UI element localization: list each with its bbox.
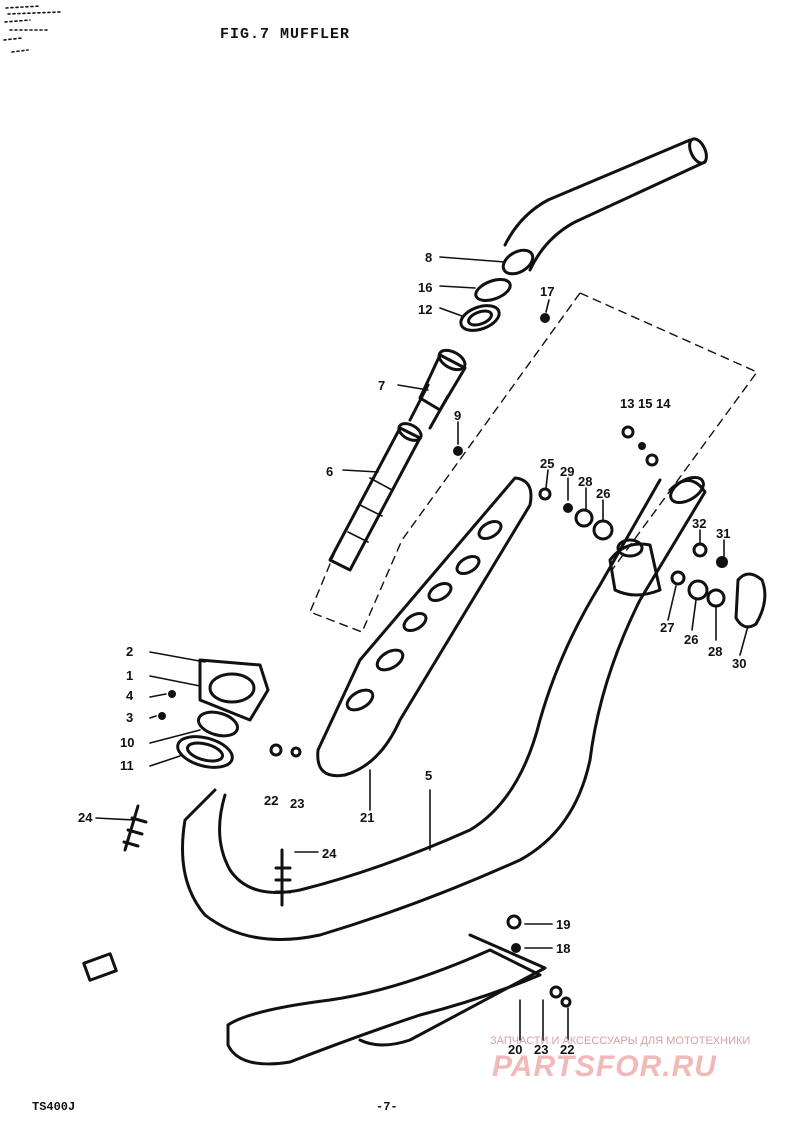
gasket-10 <box>196 710 240 738</box>
spring-24a <box>122 804 148 852</box>
lower-heat-shield-20 <box>358 933 547 1047</box>
bolt-17 <box>540 313 550 323</box>
callout-18: 18 <box>556 941 570 956</box>
callout-21: 21 <box>360 810 374 825</box>
watermark-logo: PARTSFOR.RU <box>492 1050 717 1083</box>
tail-pipe <box>501 137 708 276</box>
cushion-26b <box>687 579 709 601</box>
callout-9: 9 <box>454 408 461 423</box>
callout-11: 11 <box>120 758 134 773</box>
washer-29 <box>563 503 573 513</box>
bolt-32 <box>692 542 708 558</box>
cushion-26a <box>592 519 614 541</box>
exhaust-flange-2 <box>198 658 270 722</box>
callout-25: 25 <box>540 456 554 471</box>
callout-15: 15 <box>638 396 652 411</box>
screw-9 <box>453 446 463 456</box>
nut-19 <box>506 914 522 930</box>
figure-title: FIG.7 MUFFLER <box>220 26 350 43</box>
callout-28b: 28 <box>708 644 722 659</box>
callout-16: 16 <box>418 280 432 295</box>
callout-10: 10 <box>120 735 134 750</box>
bolt-22b <box>549 985 563 999</box>
callout-8: 8 <box>425 250 432 265</box>
bracket-30 <box>734 572 767 629</box>
model-code: TS400J <box>32 1100 75 1114</box>
callout-13: 13 <box>620 396 634 411</box>
front-pipe <box>226 948 542 1066</box>
callout-22b: 22 <box>560 1042 574 1057</box>
bolt-25 <box>538 487 552 501</box>
bolt-13 <box>621 425 635 439</box>
spring-24b <box>274 848 292 907</box>
callout-24a: 24 <box>78 810 93 825</box>
watermark-line1: ЗАПЧАСТИ И АКСЕССУАРЫ ДЛЯ МОТОТЕХНИКИ <box>490 1035 750 1047</box>
washer-28b <box>706 588 726 608</box>
callout-5: 5 <box>425 768 432 783</box>
callout-19: 19 <box>556 917 570 932</box>
callout-22a: 22 <box>264 793 278 808</box>
callout-20: 20 <box>508 1042 522 1057</box>
callout-30: 30 <box>732 656 746 671</box>
callout-31: 31 <box>716 526 730 541</box>
washer-23b <box>560 996 572 1008</box>
callout-4: 4 <box>126 688 134 703</box>
page-number: -7- <box>376 1100 398 1114</box>
gasket-16 <box>474 278 512 302</box>
callout-23a: 23 <box>290 796 304 811</box>
callout-14: 14 <box>656 396 671 411</box>
bracket-outline <box>309 292 759 633</box>
callout-23b: 23 <box>534 1042 548 1057</box>
inner-pipe-7 <box>408 348 467 430</box>
callout-12: 12 <box>418 302 432 317</box>
callout-2: 2 <box>126 644 133 659</box>
callout-17: 17 <box>540 284 554 299</box>
washer-18 <box>511 943 521 953</box>
callout-32: 32 <box>692 516 706 531</box>
callout-26b: 26 <box>684 632 698 647</box>
callout-27: 27 <box>660 620 674 635</box>
nut-14 <box>645 453 659 467</box>
baffle-tube-6 <box>328 422 423 572</box>
callout-6: 6 <box>326 464 333 479</box>
callout-29: 29 <box>560 464 574 479</box>
washer-23 <box>290 746 302 758</box>
heat-shield-21 <box>316 476 533 778</box>
callout-26a: 26 <box>596 486 610 501</box>
callout-28a: 28 <box>578 474 592 489</box>
collar-27 <box>670 570 686 586</box>
washer-28a <box>574 508 594 528</box>
gasket-11 <box>176 735 234 769</box>
bolt-22 <box>269 743 283 757</box>
leader-lines <box>95 256 749 1041</box>
washer-3 <box>158 712 166 720</box>
callout-24b: 24 <box>322 846 337 861</box>
label-plate <box>82 952 118 982</box>
callout-1: 1 <box>126 668 133 683</box>
callout-7: 7 <box>378 378 385 393</box>
muffler-body <box>181 476 707 941</box>
scan-noise <box>3 5 61 53</box>
washer-15 <box>638 442 646 450</box>
nut-4 <box>168 690 176 698</box>
gasket-12 <box>459 304 501 332</box>
callout-3: 3 <box>126 710 133 725</box>
nut-31 <box>716 556 728 568</box>
